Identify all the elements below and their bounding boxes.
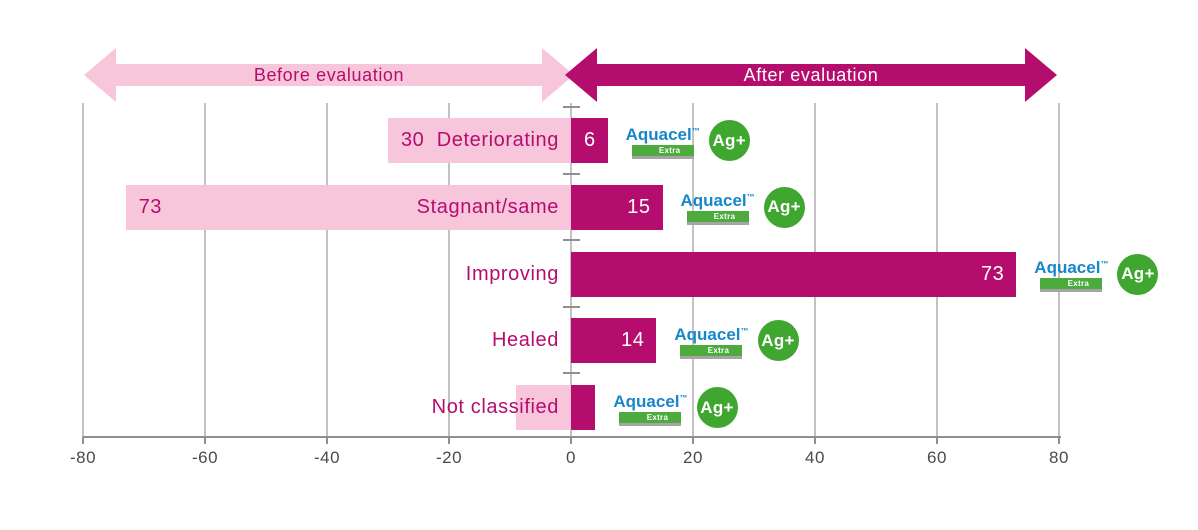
after-value: 15 [627, 195, 651, 218]
aquacel-extra-bar: Extra [680, 344, 743, 356]
ag-plus-badge: Ag+ [763, 186, 805, 228]
category-bar-after [571, 385, 596, 430]
grid-line [326, 103, 328, 437]
x-axis-tick [326, 437, 328, 444]
x-tick-label: 40 [805, 448, 825, 467]
category-bar-before [516, 385, 571, 430]
ag-plus-badge: Ag+ [696, 387, 738, 428]
aquacel-wordmark: Aquacel™ [674, 324, 749, 344]
x-axis-tick [814, 437, 816, 444]
aquacel-wordmark: Aquacel™ [1034, 258, 1109, 277]
aquacel-extra-bar: Extra [1040, 278, 1103, 289]
category-label: Healed [492, 329, 559, 352]
trademark-symbol: ™ [740, 326, 749, 336]
ag-plus-badge: Ag+ [757, 320, 799, 362]
after-value: 73 [981, 262, 1005, 285]
ag-plus-badge: Ag+ [1117, 253, 1159, 295]
x-axis-line [83, 436, 1061, 438]
x-tick-label: -20 [435, 448, 463, 467]
before-value: 30 [401, 129, 425, 151]
category-bar-after [571, 251, 1017, 297]
x-tick-label: -80 [69, 448, 97, 467]
category-label: Improving [465, 262, 559, 285]
x-tick-label: 0 [566, 448, 576, 467]
zero-axis-tick [562, 172, 580, 175]
grid-line [82, 103, 84, 437]
trademark-symbol: ™ [691, 125, 700, 135]
x-axis-tick [692, 437, 694, 444]
x-tick-label: 60 [927, 448, 947, 467]
x-tick-label: 20 [683, 448, 703, 467]
after-evaluation-arrow: After evaluation [565, 48, 1057, 102]
aquacel-extra-bar: Extra [619, 411, 682, 423]
zero-axis-tick [562, 305, 580, 308]
x-axis-tick [936, 437, 938, 444]
x-tick-label: 80 [1049, 448, 1069, 467]
trademark-symbol: ™ [679, 392, 688, 402]
before-evaluation-arrow: Before evaluation [84, 48, 574, 102]
after-value: 6 [583, 129, 596, 151]
category-bar-before [388, 118, 571, 163]
zero-axis-tick [562, 106, 580, 108]
zero-axis-tick [562, 372, 580, 374]
x-axis-tick [204, 437, 206, 444]
before-value: 73 [138, 195, 162, 218]
x-tick-label: -60 [191, 448, 219, 467]
x-axis-tick [1058, 437, 1060, 444]
trademark-symbol: ™ [746, 192, 755, 202]
aquacel-extra-bar: Extra [631, 144, 694, 156]
aquacel-wordmark: Aquacel™ [625, 124, 700, 144]
x-axis-tick [82, 437, 84, 444]
grid-line [448, 103, 450, 437]
trademark-symbol: ™ [1100, 259, 1109, 269]
ag-plus-badge: Ag+ [708, 120, 750, 161]
category-bar-after [571, 184, 663, 230]
grid-line [204, 103, 206, 437]
after-evaluation-label: After evaluation [743, 65, 879, 85]
x-axis-tick [570, 437, 572, 444]
category-bar-after [571, 118, 608, 163]
x-tick-label: -40 [313, 448, 341, 467]
before-evaluation-label: Before evaluation [253, 65, 405, 85]
x-axis-tick [448, 437, 450, 444]
category-bar-after [571, 318, 657, 364]
category-label: Not classified [431, 396, 559, 418]
category-label: Stagnant/same [416, 195, 559, 218]
category-label: Deteriorating [436, 129, 559, 151]
after-value: 14 [621, 329, 645, 352]
category-bar-before [125, 184, 571, 230]
aquacel-extra-bar: Extra [686, 211, 749, 223]
aquacel-wordmark: Aquacel™ [680, 191, 755, 211]
zero-axis-tick [562, 239, 580, 241]
grid-line [1058, 103, 1060, 437]
aquacel-wordmark: Aquacel™ [613, 391, 688, 411]
